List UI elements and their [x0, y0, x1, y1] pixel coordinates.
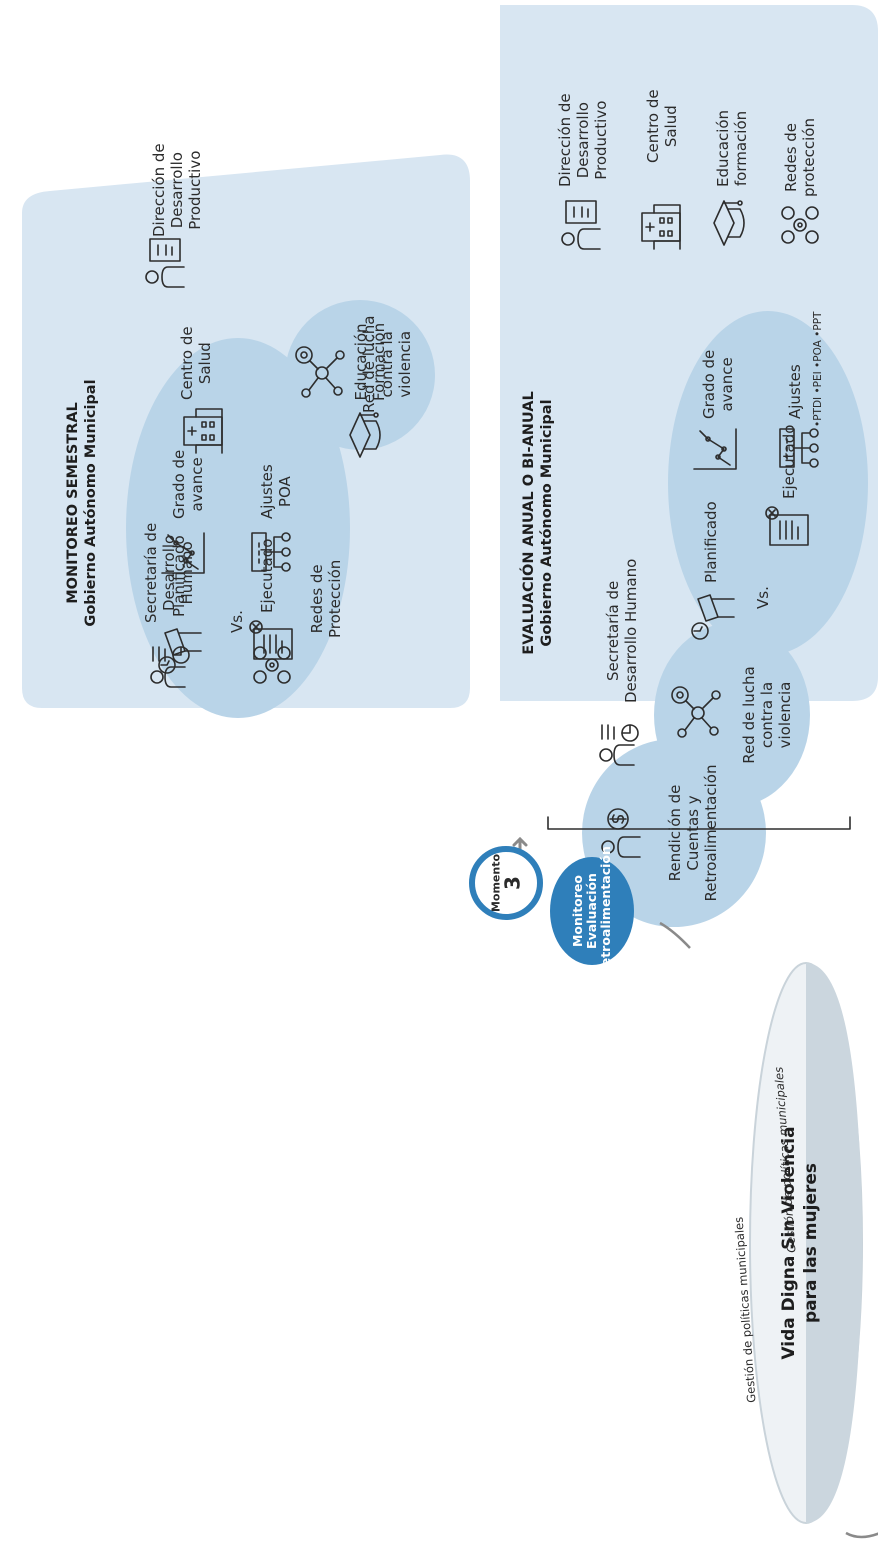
evaluacion-title-block: EVALUACIÓN ANUAL O BI-ANUAL Gobierno Aut…	[520, 391, 556, 654]
hands-icon	[561, 200, 601, 250]
momento-circle	[469, 846, 543, 920]
monitoreo-subtitle: Gobierno Autónomo Municipal	[83, 379, 99, 627]
circular-arrow-icon	[845, 1531, 878, 1539]
evaluacion-ellipse	[668, 311, 868, 655]
evaluacion-grado-label: Grado de avance	[700, 349, 736, 419]
red-lucha-label: Red de lucha contra la violencia	[360, 315, 414, 413]
ajustes-items-label: •PTDI •PEI •POA •PPT	[812, 311, 824, 427]
network-icon	[781, 206, 819, 244]
ajustes-label: Ajustes POA	[258, 464, 294, 519]
bracket	[547, 816, 851, 830]
evaluacion-redes-label: Redes de protección	[782, 118, 818, 197]
graduation-cap-icon	[349, 412, 381, 458]
direccion-label: Dirección de Desarrollo Productivo	[150, 143, 204, 237]
monitoreo-title-block: MONITOREO SEMESTRAL Gobierno Autónomo Mu…	[64, 379, 100, 626]
evaluacion-centro-label: Centro de Salud	[644, 89, 680, 163]
momento-tag-bg	[550, 857, 634, 965]
person-chart-icon	[599, 724, 639, 766]
redes-label: Redes de Protección	[308, 559, 344, 638]
adjust-tree-icon	[779, 428, 819, 468]
evaluacion-ajustes-label: Ajustes	[786, 364, 804, 419]
person-chart-icon	[150, 646, 190, 688]
hospital-icon	[183, 408, 223, 454]
evaluacion-vs-label: Vs.	[754, 586, 772, 609]
grado-label: Grado de avance	[170, 449, 206, 519]
network-icon	[671, 686, 721, 738]
document-icon	[765, 506, 809, 546]
evaluacion-planificado-label: Planificado	[702, 501, 720, 583]
planning-icon	[691, 594, 735, 640]
progress-chart-icon	[161, 532, 205, 574]
hands-icon	[145, 238, 185, 288]
document-icon	[249, 620, 293, 660]
momento-block: Momento 3	[490, 854, 525, 912]
momento-number: 3	[500, 876, 525, 890]
monitoreo-title: MONITOREO SEMESTRAL	[65, 402, 81, 604]
evaluacion-direccion-label: Dirección de Desarrollo Productivo	[556, 93, 610, 187]
money-person-icon	[601, 808, 641, 858]
centro-label: Centro de Salud	[178, 326, 214, 400]
planning-icon	[158, 628, 202, 674]
progress-chart-icon	[693, 428, 737, 470]
graduation-cap-icon	[713, 200, 745, 246]
evaluacion-secretaria-label: Secretaría de Desarrollo Humano	[604, 558, 640, 703]
network-icon	[295, 346, 345, 398]
evaluacion-title: EVALUACIÓN ANUAL O BI-ANUAL	[521, 391, 537, 655]
vs-label: Vs.	[228, 610, 246, 633]
monitoreo-red-circle	[285, 300, 435, 450]
hospital-icon	[641, 204, 681, 250]
momento-tag: Monitoreo Evaluación Retroalimentación	[570, 846, 613, 976]
adjust-tree-icon	[251, 532, 291, 572]
cycle-graphic	[469, 836, 878, 1539]
cycle-disc-edge	[806, 963, 862, 1523]
circular-arrow-icon	[659, 921, 691, 949]
evaluacion-red-circle	[654, 623, 810, 807]
evaluacion-subtitle: Gobierno Autónomo Municipal	[539, 399, 555, 647]
monitoreo-ellipse	[126, 338, 350, 718]
evaluacion-educacion-label: Educación formación	[714, 109, 750, 187]
